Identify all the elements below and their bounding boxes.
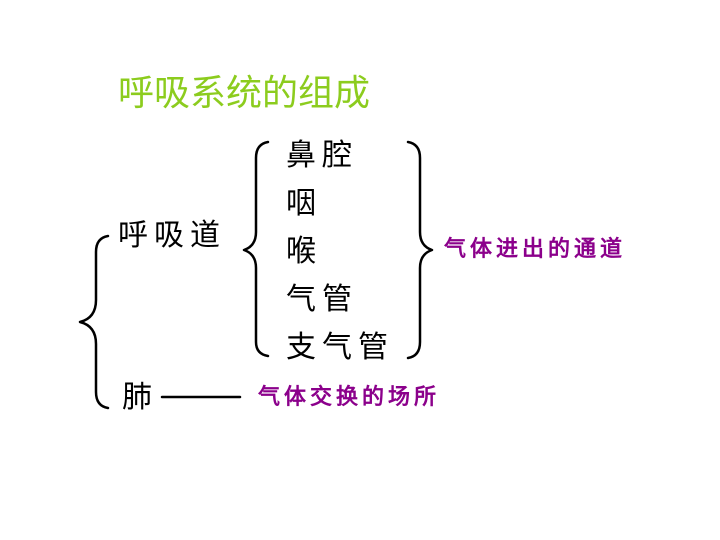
airway-right-brace (406, 140, 434, 360)
slide-title: 呼吸系统的组成 (118, 73, 371, 114)
airway-part-bronchus: 支气管 (286, 330, 394, 365)
outer-left-brace (78, 234, 110, 410)
airway-part-larynx: 喉 (286, 234, 322, 269)
lung-label: 肺 (122, 380, 158, 415)
airway-part-trachea: 气管 (286, 282, 358, 317)
lung-function-note: 气体交换的场所 (258, 384, 441, 410)
airway-part-pharynx: 咽 (286, 186, 322, 221)
airway-left-brace (242, 140, 270, 358)
airway-label: 呼吸道 (118, 218, 226, 253)
airway-function-note: 气体进出的通道 (444, 236, 627, 262)
airway-part-nasal-cavity: 鼻腔 (286, 138, 358, 173)
